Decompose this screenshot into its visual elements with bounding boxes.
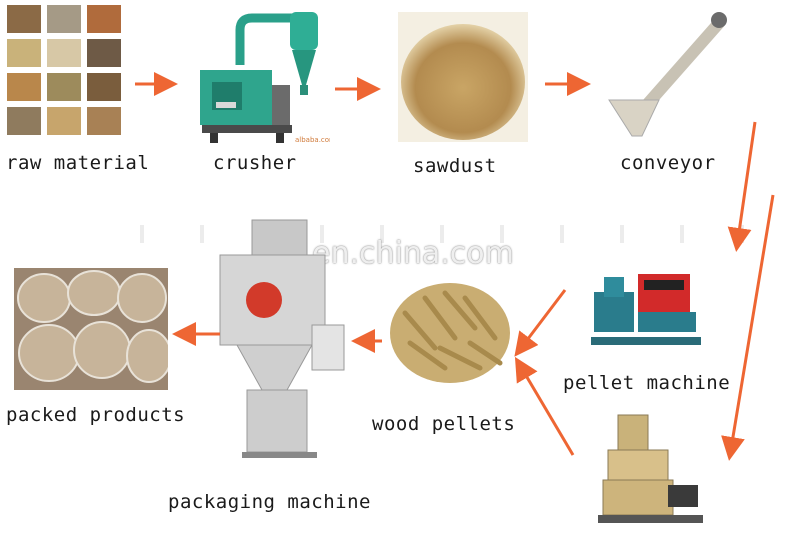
arrow-conveyor-down-1 xyxy=(737,122,755,246)
arrow-conveyor-down-2 xyxy=(730,195,773,455)
arrow-pellet-machine-to-pellets xyxy=(518,290,565,352)
arrow-ring-die-to-pellets xyxy=(518,362,573,455)
